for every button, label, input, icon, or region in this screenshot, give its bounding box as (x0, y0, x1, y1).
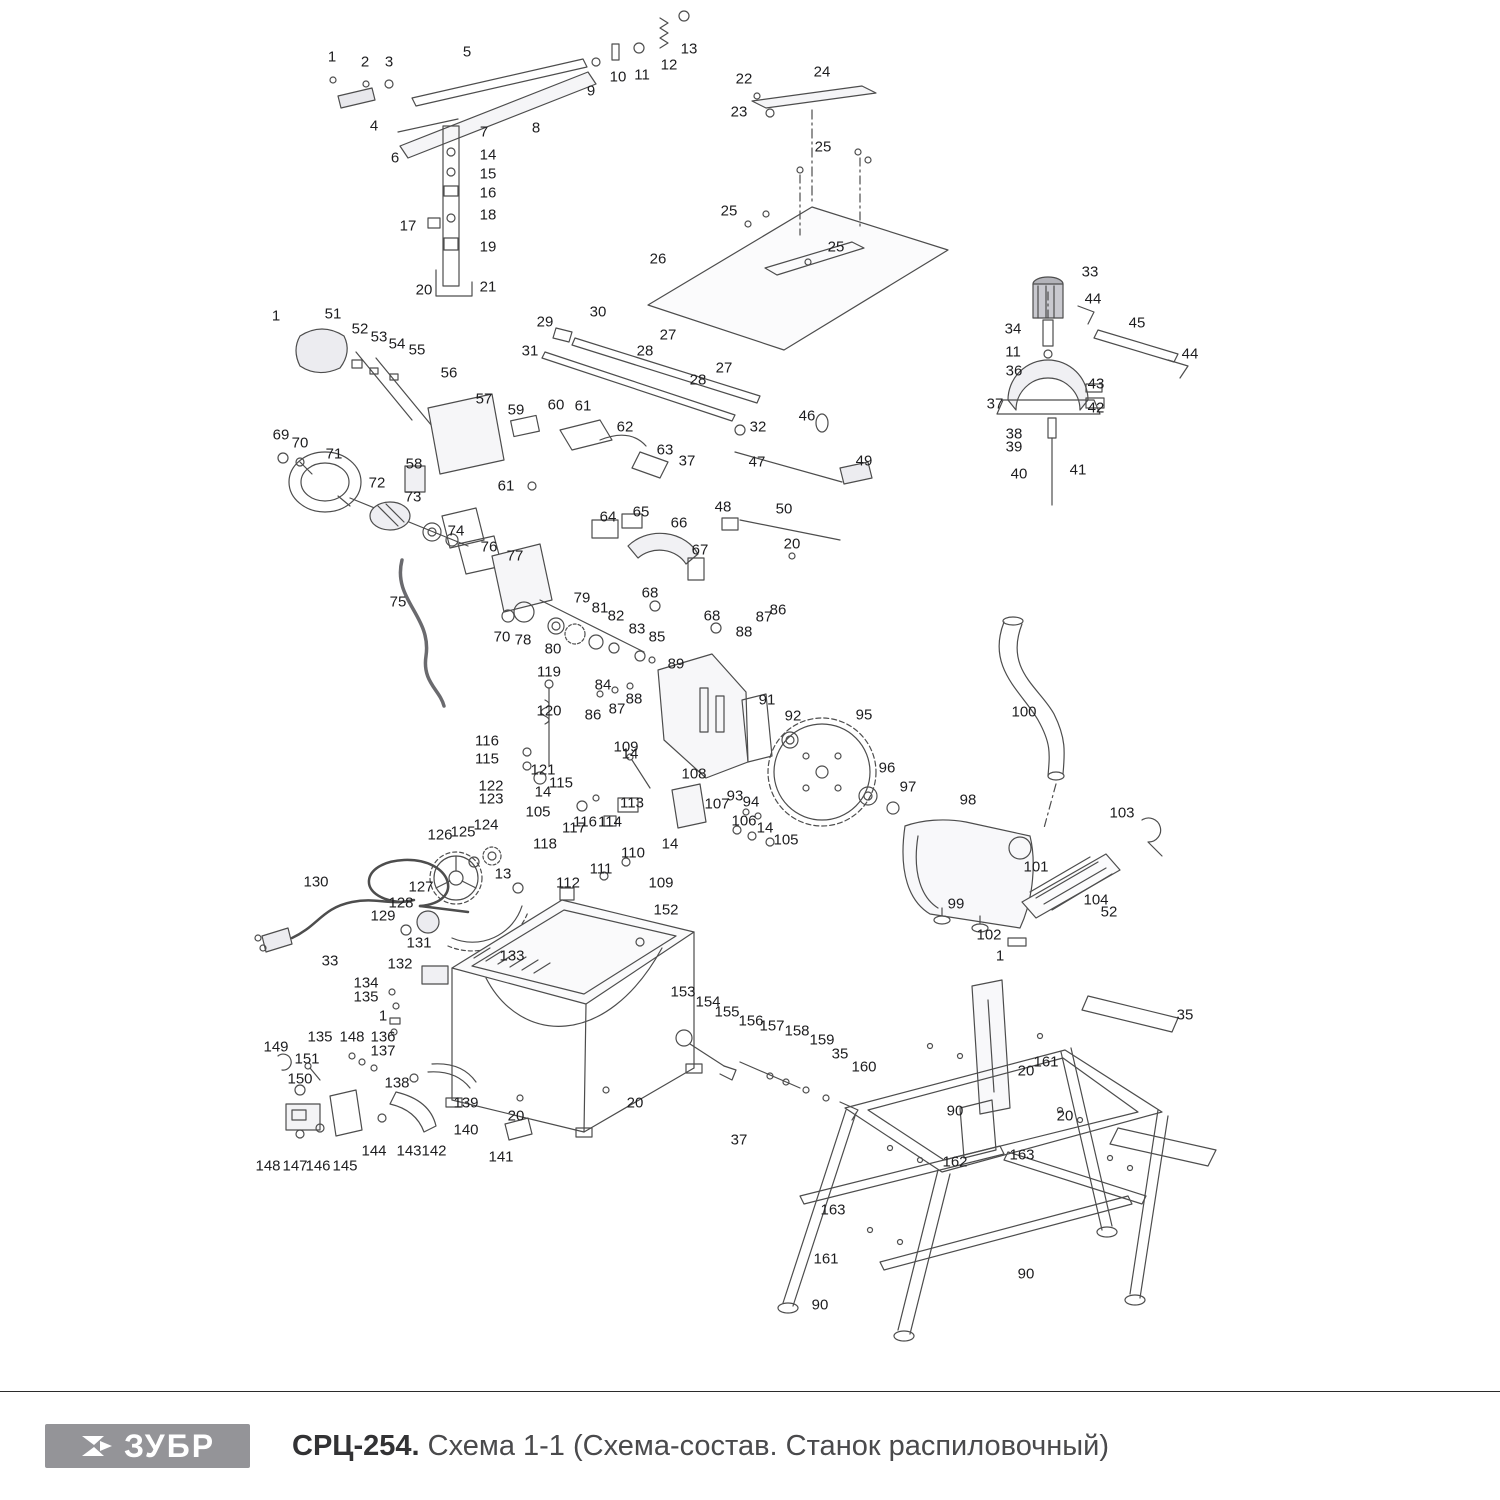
leg-stand (777, 1032, 1169, 1342)
guard-brackets (510, 414, 722, 634)
power-cord (254, 858, 470, 953)
fence-handle-parts (329, 76, 459, 133)
motor-cable (398, 558, 446, 708)
brand-name: ЗУБР (123, 1427, 216, 1464)
motor-assembly (277, 328, 656, 698)
base-housing (445, 899, 703, 1138)
mitre-gauge-assembly (996, 276, 1189, 506)
title-block: ЗУБР СРЦ-254. Схема 1-1 (Схема-состав. С… (0, 1391, 1500, 1500)
exploded-diagram-artwork (254, 10, 1217, 1342)
elevation-parts (522, 679, 775, 901)
link-rods (721, 451, 873, 560)
brand-logo: ЗУБР (45, 1424, 250, 1468)
top-fasteners (591, 10, 690, 67)
fence-post-assembly (427, 125, 473, 297)
wrench-and-hardware (675, 1029, 859, 1121)
model-number: СРЦ-254. (292, 1429, 420, 1462)
table-rails (541, 327, 829, 436)
bracket-cluster (277, 988, 533, 1141)
fence-rails (399, 58, 597, 159)
saw-blade (742, 717, 900, 827)
blade-housing (902, 817, 1163, 947)
riving-knife-plates (657, 653, 773, 779)
dust-hose (998, 616, 1065, 829)
upright-support (959, 979, 1217, 1167)
brand-arrow-icon (81, 1436, 112, 1456)
document-title: СРЦ-254. Схема 1-1 (Схема-состав. Станок… (292, 1430, 1109, 1463)
scheme-name: Схема 1-1 (Схема-состав. Станок распилов… (419, 1429, 1110, 1462)
table-top (647, 148, 949, 351)
table-insert (751, 85, 877, 206)
